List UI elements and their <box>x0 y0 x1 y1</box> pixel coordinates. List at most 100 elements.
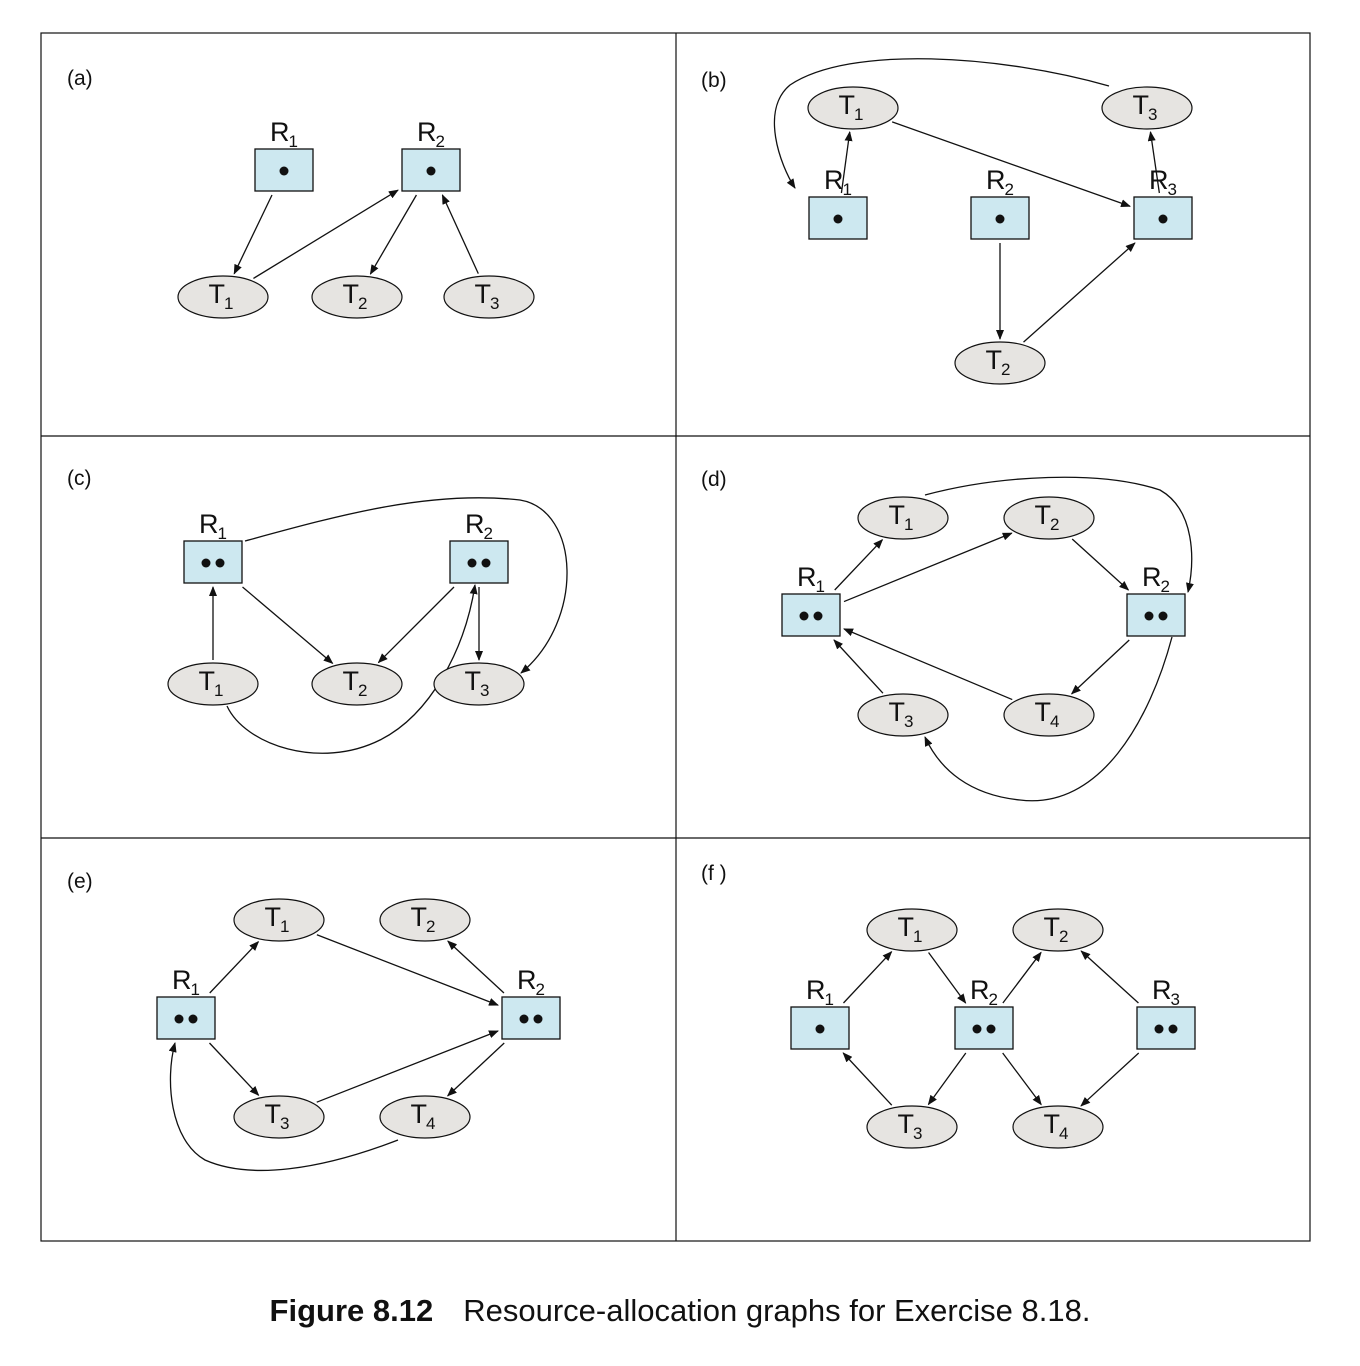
edge-d-r2-to-t3 <box>924 636 1173 802</box>
instance-dot <box>467 558 477 568</box>
edge-a-r2-to-t2 <box>369 194 417 275</box>
resource-label: R2 <box>970 975 998 1009</box>
thread-label: T3 <box>475 279 500 313</box>
thread-ellipse <box>866 1105 958 1149</box>
thread-label: T3 <box>465 666 490 700</box>
edge-d-t1-to-r2 <box>924 476 1194 593</box>
figure-caption: Figure 8.12 Resource-allocation graphs fo… <box>0 1293 1360 1329</box>
thread-label: T1 <box>265 902 290 936</box>
edge-b-r1-to-t1 <box>840 130 853 194</box>
edge-f-r3-to-t4 <box>1080 1052 1140 1107</box>
resource-f-r2: R2 <box>954 975 1014 1050</box>
thread-f-t1: T1 <box>866 908 958 952</box>
edge-f-r2-to-t2 <box>1002 951 1042 1004</box>
thread-label: T2 <box>1035 500 1060 534</box>
instance-dot <box>813 611 823 621</box>
resource-f-r1: R1 <box>790 975 850 1050</box>
thread-label: T1 <box>839 90 864 124</box>
resource-c-r1: R1 <box>183 509 243 584</box>
resource-b-r1: R1 <box>808 165 868 240</box>
thread-e-t4: T4 <box>379 1095 471 1139</box>
thread-label: T4 <box>1035 697 1060 731</box>
thread-label: T2 <box>411 902 436 936</box>
edge-b-t1-to-r3 <box>891 121 1131 208</box>
instance-dot <box>995 214 1005 224</box>
instance-dot <box>188 1014 198 1024</box>
thread-f-t4: T4 <box>1012 1105 1104 1149</box>
resource-label: R1 <box>270 117 298 151</box>
edge-f-t1-to-r2 <box>928 952 967 1004</box>
resource-label: R2 <box>986 165 1014 199</box>
thread-d-t1: T1 <box>857 496 949 540</box>
edge-e-r1-to-t1 <box>209 940 260 994</box>
instance-dot <box>1168 1024 1178 1034</box>
thread-label: T1 <box>199 666 224 700</box>
thread-label: T3 <box>265 1099 290 1133</box>
resource-c-r2: R2 <box>449 509 509 584</box>
instance-dot <box>1144 611 1154 621</box>
thread-b-t3: T3 <box>1101 86 1193 130</box>
thread-c-t3: T3 <box>433 662 525 706</box>
edge-a-t1-to-r2 <box>253 189 399 279</box>
resource-b-r3: R3 <box>1133 165 1193 240</box>
thread-c-t2: T2 <box>311 662 403 706</box>
thread-label: T2 <box>343 279 368 313</box>
thread-b-t1: T1 <box>807 86 899 130</box>
edge-f-t3-to-r1 <box>842 1052 893 1106</box>
edge-b-t3-to-r1 <box>773 58 1110 189</box>
thread-ellipse <box>1101 86 1193 130</box>
edge-d-r2-to-t4 <box>1070 639 1130 695</box>
thread-ellipse <box>311 275 403 319</box>
resource-label: R1 <box>824 165 852 199</box>
thread-b-t2: T2 <box>954 341 1046 385</box>
thread-e-t1: T1 <box>233 898 325 942</box>
instance-dot <box>1158 214 1168 224</box>
edge-c-r2-to-t2 <box>377 586 455 664</box>
thread-ellipse <box>954 341 1046 385</box>
resource-label: R1 <box>797 562 825 596</box>
thread-ellipse <box>443 275 535 319</box>
thread-label: T1 <box>898 912 923 946</box>
caption-number: Figure 8.12 <box>269 1293 434 1328</box>
edge-f-r2-to-t4 <box>1002 1052 1042 1106</box>
edge-f-r1-to-t1 <box>842 950 893 1004</box>
thread-ellipse <box>1003 496 1095 540</box>
thread-label: T1 <box>889 500 914 534</box>
edge-d-t3-to-r1 <box>833 639 884 694</box>
thread-ellipse <box>433 662 525 706</box>
instance-dot <box>533 1014 543 1024</box>
instance-dot <box>1158 611 1168 621</box>
thread-ellipse <box>311 662 403 706</box>
edge-e-t4-to-r1 <box>168 1042 399 1172</box>
thread-label: T3 <box>889 697 914 731</box>
thread-ellipse <box>857 693 949 737</box>
edge-f-r3-to-t2 <box>1080 950 1139 1004</box>
thread-a-t3: T3 <box>443 275 535 319</box>
thread-label: T2 <box>343 666 368 700</box>
resource-box <box>954 1006 1014 1050</box>
panel-label-c: (c) <box>67 467 92 490</box>
edge-c-r1-to-t3 <box>244 497 568 674</box>
edge-d-t4-to-r1 <box>843 628 1013 701</box>
resource-label: R3 <box>1152 975 1180 1009</box>
edge-c-r1-to-t2 <box>242 586 334 664</box>
panel-label-e: (e) <box>67 870 93 893</box>
instance-dot <box>986 1024 996 1034</box>
thread-ellipse <box>807 86 899 130</box>
thread-e-t3: T3 <box>233 1095 325 1139</box>
thread-ellipse <box>857 496 949 540</box>
thread-label: T2 <box>1044 912 1069 946</box>
thread-d-t3: T3 <box>857 693 949 737</box>
resource-box <box>501 996 561 1040</box>
caption-text: Resource-allocation graphs for Exercise … <box>463 1293 1091 1328</box>
instance-dot <box>1154 1024 1164 1034</box>
resource-label: R2 <box>465 509 493 543</box>
edge-e-r2-to-t2 <box>447 940 505 994</box>
resource-e-r1: R1 <box>156 965 216 1040</box>
thread-label: T2 <box>986 345 1011 379</box>
